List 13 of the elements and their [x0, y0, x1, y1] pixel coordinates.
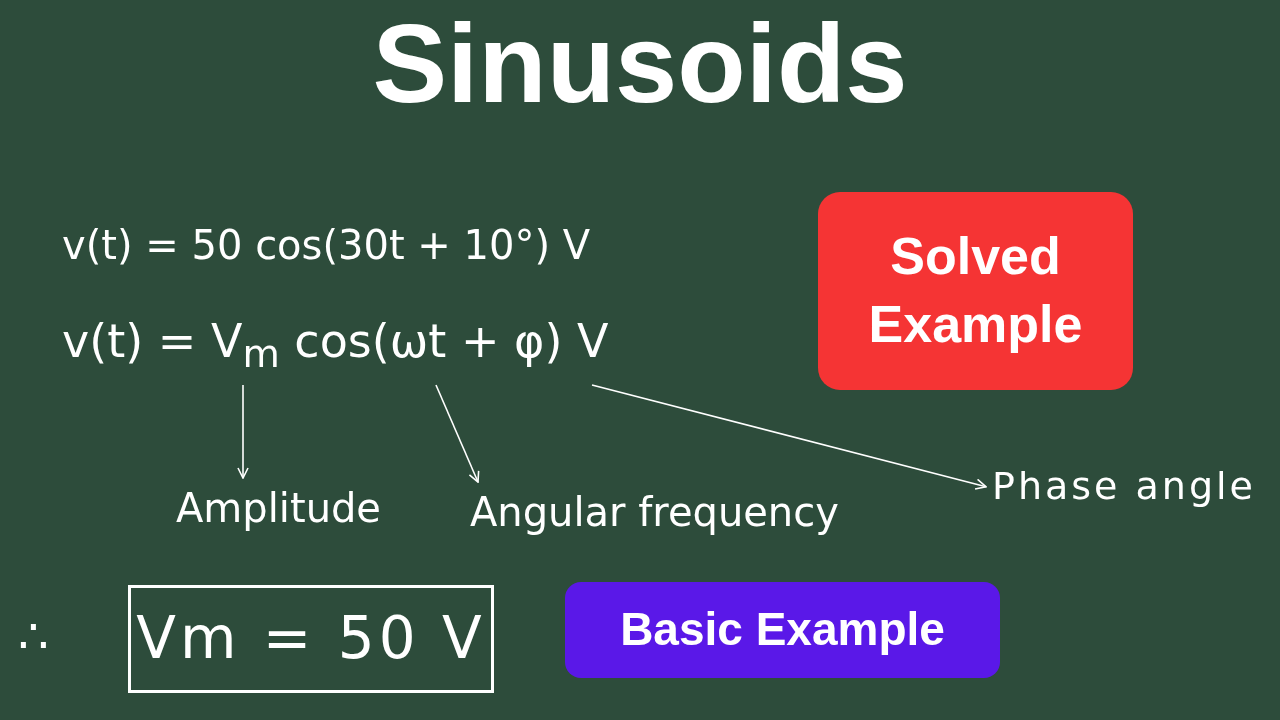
callout-text: Amplitude — [176, 482, 381, 534]
callout-text: Angular frequency — [470, 486, 839, 538]
basic-example-badge: Basic Example — [565, 582, 1000, 678]
title: Sinusoids — [371, 2, 909, 126]
equation-text: v(t) = 50 cos(30t + 10°) V — [62, 222, 591, 268]
arrow — [435, 384, 480, 483]
result-box: Vm = 50 V — [128, 585, 494, 693]
arrow — [591, 384, 987, 490]
callout-text: Phase angle — [992, 462, 1256, 512]
solved-example-badge: Solved Example — [818, 192, 1133, 390]
arrow — [237, 384, 249, 479]
therefore-symbol: ∴ — [18, 608, 49, 664]
equation-text: v(t) = V$_{m}$ cos(ωt + φ) V — [62, 312, 609, 379]
